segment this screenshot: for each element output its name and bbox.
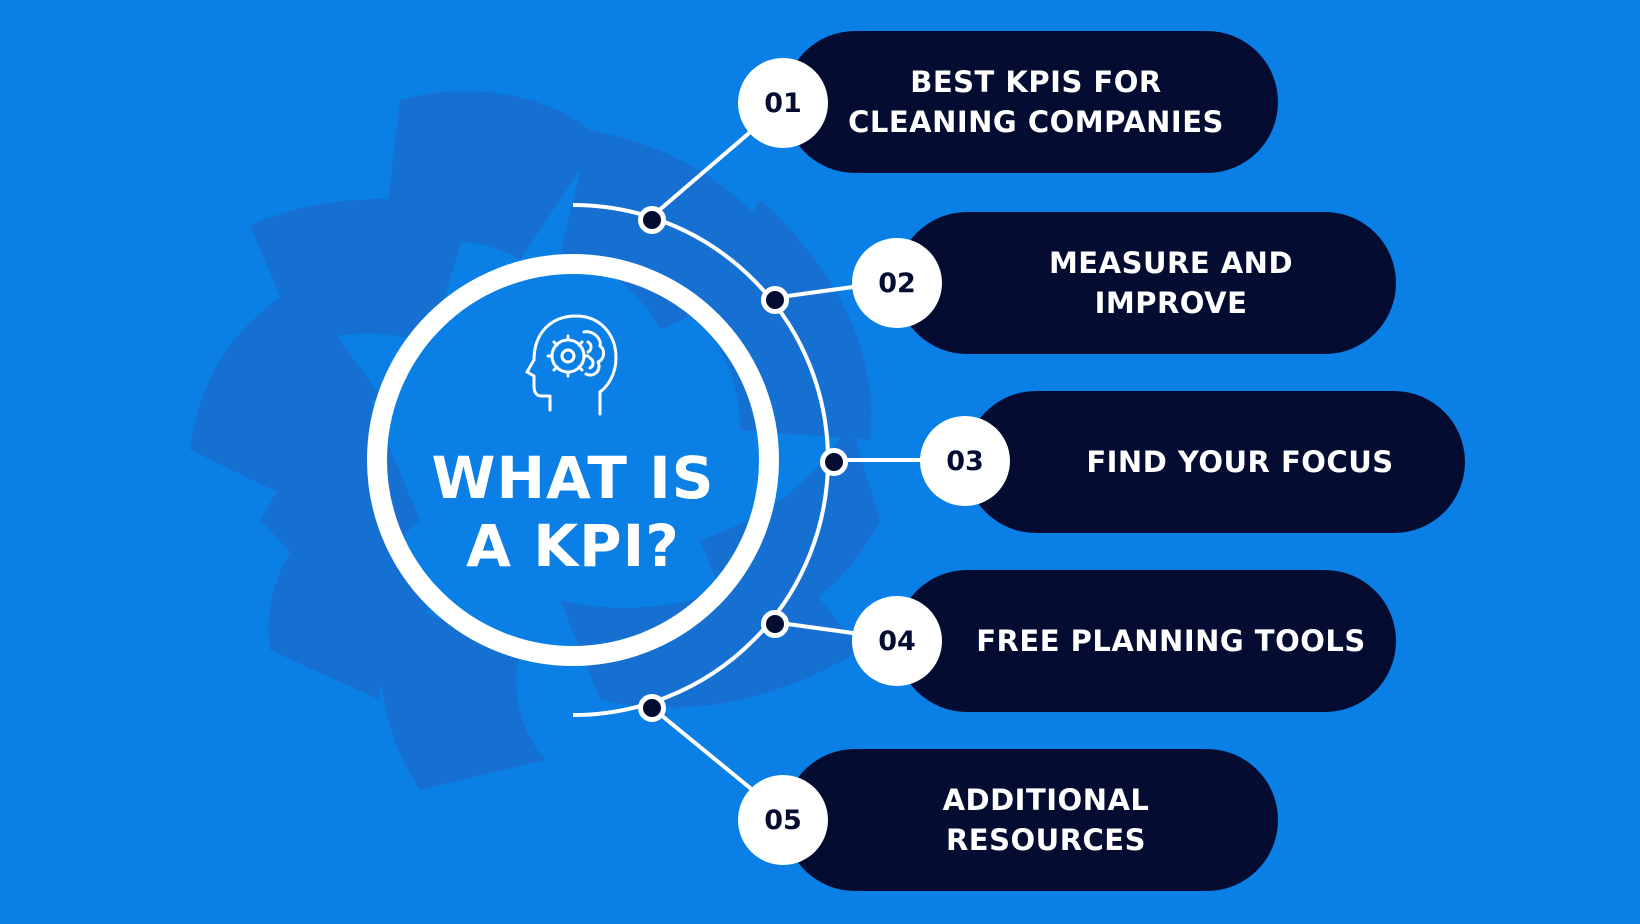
item-pill-3: FIND YOUR FOCUS [965,391,1465,533]
arc-dot-5 [638,694,666,722]
item-label-2: MEASURE AND IMPROVE [1048,246,1294,320]
item-label-4: FREE PLANNING TOOLS [976,624,1366,658]
arc-dot-1 [638,206,666,234]
brain-gear-head-icon [525,314,618,416]
item-number-4: 04 [852,596,942,686]
arc-dot-2 [761,286,789,314]
title-line-1: WHAT IS [431,444,715,512]
item-label-3: FIND YOUR FOCUS [1086,445,1394,479]
title-line-2: A KPI? [466,512,680,580]
item-number-2: 02 [852,238,942,328]
item-pill-1: BEST KPIS FOR CLEANING COMPANIES [784,31,1278,173]
item-pill-4: FREE PLANNING TOOLS [896,570,1396,712]
item-number-1: 01 [738,58,828,148]
center-ring [367,254,779,666]
item-number-5: 05 [738,775,828,865]
item-pill-5: ADDITIONAL RESOURCES [784,749,1278,891]
item-pill-2: MEASURE AND IMPROVE [896,212,1396,354]
item-label-1: BEST KPIS FOR CLEANING COMPANIES [848,65,1224,139]
arc-dot-3 [820,448,848,476]
item-number-3: 03 [920,416,1010,506]
arc-dot-4 [761,610,789,638]
item-label-5: ADDITIONAL RESOURCES [942,783,1150,857]
